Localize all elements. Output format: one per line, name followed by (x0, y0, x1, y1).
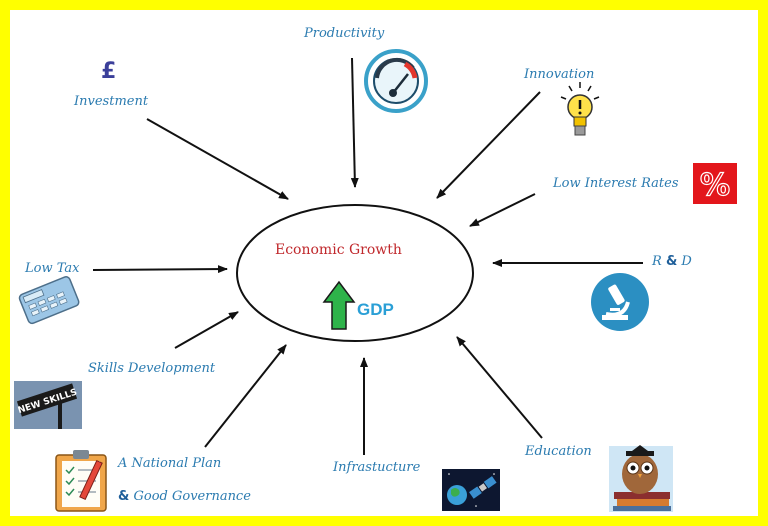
label-d: D (681, 254, 692, 269)
microscope-icon (591, 273, 649, 331)
arrow-investment (146, 118, 289, 200)
label-investment: Investment (74, 94, 149, 109)
gdp-label: GDP (357, 300, 394, 319)
label-innovation: Innovation (524, 67, 595, 82)
label-good-governance: & Good Governance (118, 489, 251, 504)
calculator-icon (18, 276, 80, 325)
economic-growth-ellipse (236, 204, 474, 342)
new-skills-sign-icon: NEW SKILLS (14, 381, 82, 429)
label-good-governance-ampersand: & (118, 489, 130, 504)
label-r: R (652, 254, 662, 269)
speedometer-icon (364, 49, 428, 113)
lightbulb-icon (560, 82, 600, 136)
label-r-and-d-ampersand: & (665, 254, 678, 269)
label-low-interest-rates: Low Interest Rates (553, 176, 679, 191)
label-national-plan: A National Plan (118, 456, 222, 471)
label-education: Education (525, 444, 592, 459)
label-low-tax: Low Tax (25, 261, 80, 276)
economic-growth-title: Economic Growth (275, 242, 402, 258)
arrow-low-tax (92, 265, 228, 274)
label-productivity: Productivity (304, 26, 385, 41)
arrow-innovation (436, 91, 541, 199)
clipboard-checklist-icon (55, 450, 107, 512)
label-r-and-d: R & D (652, 254, 692, 269)
arrow-productivity (350, 57, 359, 188)
svg-text:%: % (700, 168, 730, 203)
label-infrastructure: Infrastucture (333, 460, 421, 475)
label-skills-development: Skills Development (88, 361, 216, 376)
arrow-skills-development (174, 311, 239, 349)
earth-satellite-icon (442, 469, 500, 511)
arrow-low-interest-rates (469, 193, 536, 227)
percent-icon: % (693, 163, 737, 204)
arrow-education (456, 336, 543, 439)
gdp-up-arrow-icon (322, 280, 356, 330)
owl-books-icon (609, 445, 673, 512)
pound-sign-icon: £ (101, 59, 117, 84)
arrow-national-plan (204, 344, 287, 448)
label-good-governance-text: Good Governance (133, 489, 251, 504)
